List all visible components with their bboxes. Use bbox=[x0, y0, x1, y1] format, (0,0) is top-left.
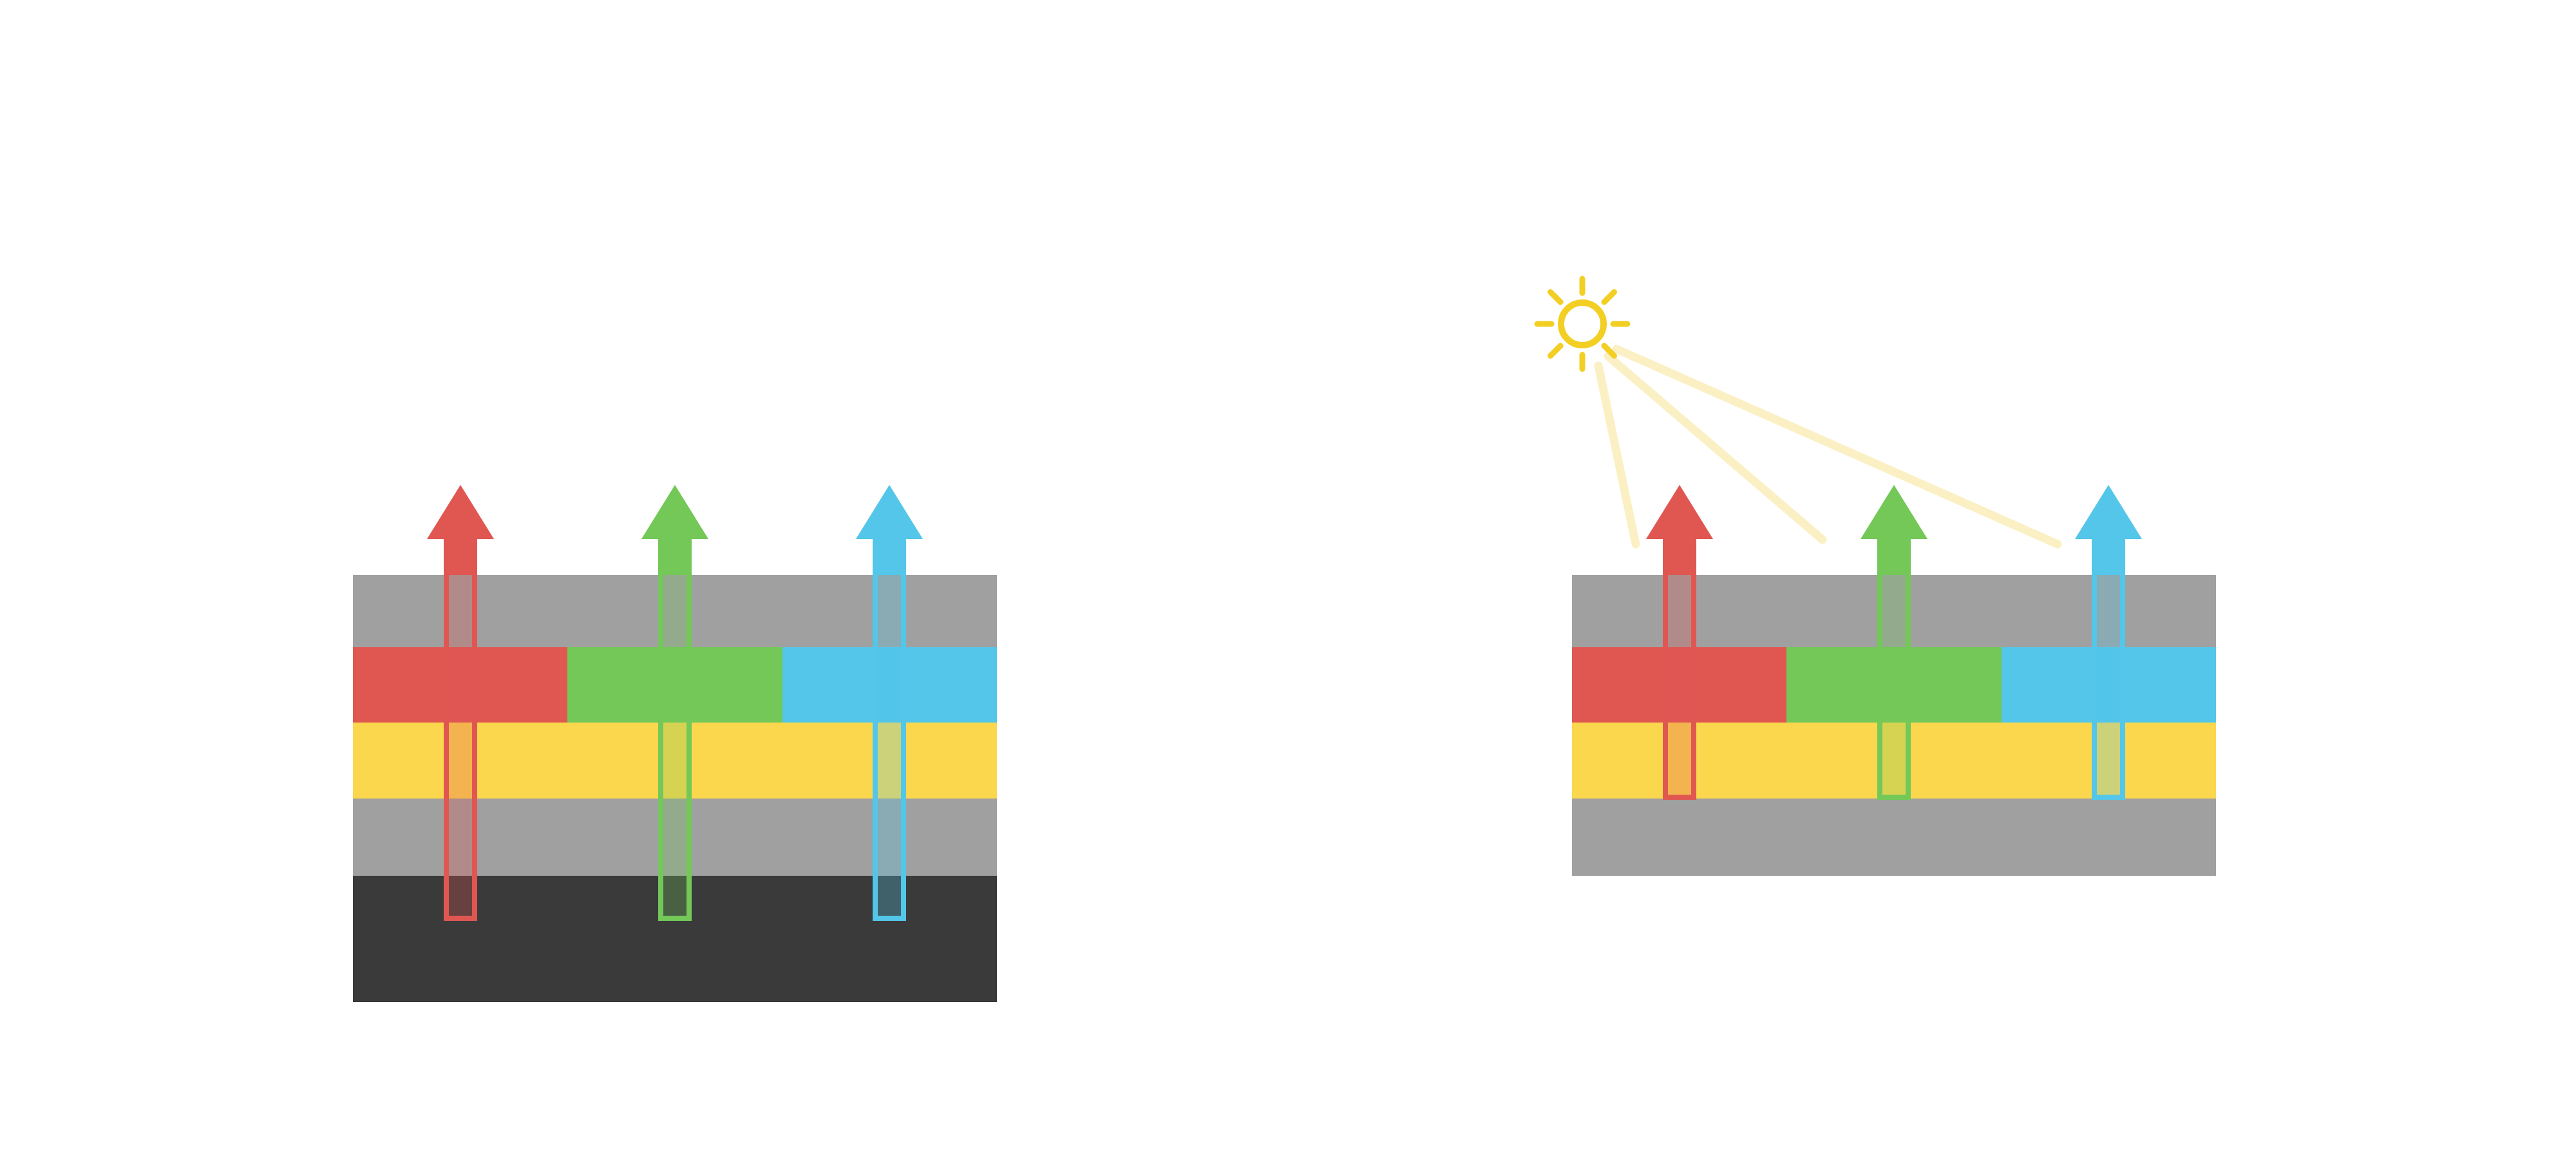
red-light-arrow-head bbox=[427, 485, 494, 539]
rgb-filter-layer-red-segment bbox=[1572, 647, 1787, 723]
cyan-light-arrow-shaft bbox=[2092, 539, 2125, 575]
sun-ray-icon bbox=[1548, 289, 1564, 305]
sun-beam-1 bbox=[1594, 361, 1640, 549]
sun-beam-2 bbox=[1604, 352, 1827, 544]
top-gray-layer bbox=[1572, 575, 2216, 647]
lower-gray-layer bbox=[1572, 799, 2216, 876]
red-light-arrow-shaft bbox=[1663, 539, 1696, 575]
sun-ray-icon bbox=[1601, 289, 1617, 305]
rgb-filter-layer-red-segment bbox=[353, 647, 568, 723]
lower-gray-layer bbox=[353, 799, 997, 876]
rgb-filter-layer-cyan-segment bbox=[2001, 647, 2216, 723]
red-light-arrow-through-stack bbox=[444, 575, 477, 921]
yellow-layer bbox=[353, 723, 997, 799]
cyan-light-arrow-through-stack bbox=[873, 575, 906, 921]
green-light-arrow-through-stack bbox=[658, 575, 692, 921]
green-light-arrow-shaft bbox=[1877, 539, 1911, 575]
green-light-arrow-shaft bbox=[658, 539, 692, 575]
sun-ray-icon bbox=[1601, 343, 1617, 359]
dark-base-layer bbox=[353, 876, 997, 1002]
green-light-arrow-head bbox=[1861, 485, 1927, 539]
rgb-filter-layer-green-segment bbox=[567, 647, 782, 723]
cyan-light-arrow-head bbox=[856, 485, 923, 539]
cyan-light-arrow-shaft bbox=[873, 539, 906, 575]
red-light-arrow-shaft bbox=[444, 539, 477, 575]
cyan-light-arrow-through-stack bbox=[2092, 575, 2125, 800]
top-gray-layer bbox=[353, 575, 997, 647]
sun-icon bbox=[1558, 299, 1607, 348]
green-light-arrow-through-stack bbox=[1877, 575, 1911, 800]
cyan-light-arrow-head bbox=[2075, 485, 2142, 539]
rgb-filter-layer-green-segment bbox=[1786, 647, 2002, 723]
red-light-arrow-through-stack bbox=[1663, 575, 1696, 800]
sun-beam-3 bbox=[1612, 345, 2062, 549]
rgb-filter-layer-cyan-segment bbox=[782, 647, 997, 723]
green-light-arrow-head bbox=[641, 485, 708, 539]
sun-ray-icon bbox=[1548, 343, 1564, 359]
red-light-arrow-head bbox=[1646, 485, 1713, 539]
yellow-layer bbox=[1572, 723, 2216, 799]
